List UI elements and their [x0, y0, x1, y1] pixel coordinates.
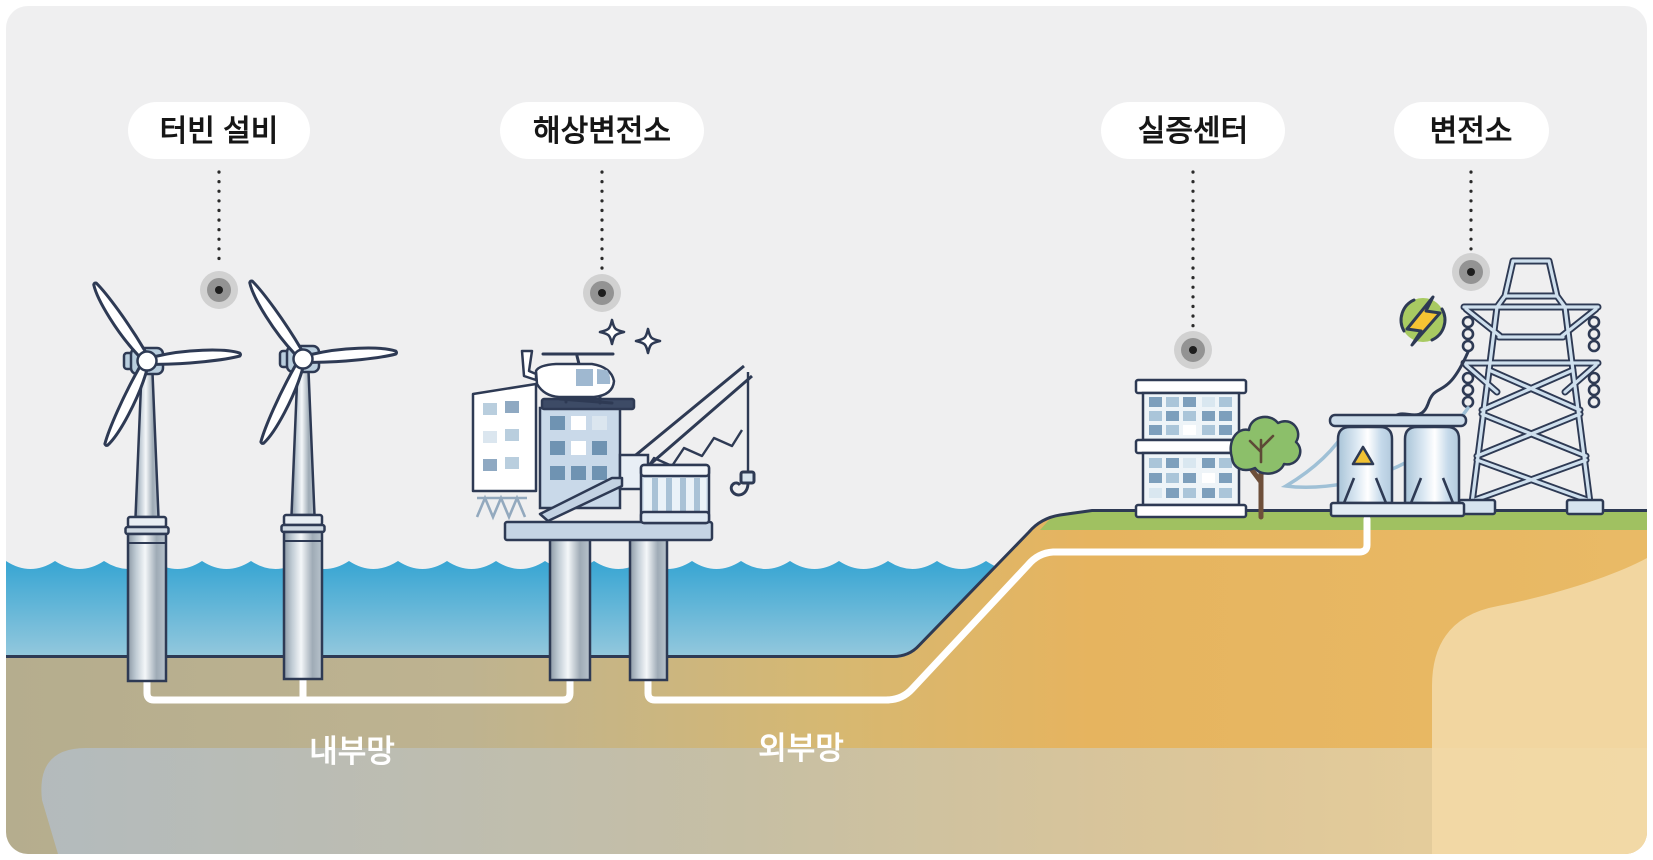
helicopter-body: [534, 362, 616, 399]
callout-bubble: [1394, 102, 1549, 159]
callout-label: 터빈 설비: [160, 115, 279, 148]
lightning-icon: [1399, 295, 1447, 347]
tower-foot-right: [1565, 498, 1605, 516]
coastline-outline: [6, 509, 1647, 658]
platform-ramp: [538, 476, 624, 523]
demo-base-slab: [1134, 503, 1248, 519]
insulator-string: [1461, 315, 1475, 353]
helicopter-window-2: [597, 369, 611, 384]
platform-white-building: [471, 382, 538, 493]
insulator-string: [1587, 315, 1601, 353]
deep-soil-wedge-right: [1432, 558, 1647, 854]
internal-network-label: 내부망: [309, 734, 395, 769]
platform-leg-1: [548, 536, 592, 682]
platform-truss: [475, 494, 527, 521]
callout-label: 해상변전소: [533, 115, 671, 148]
demo-upper-windows: [1149, 397, 1232, 435]
sea: [6, 561, 999, 659]
callout-demo-center: 실증센터: [1101, 102, 1285, 369]
demo-center-building: [1134, 378, 1248, 519]
transformer-tank-1: [1336, 425, 1394, 505]
warning-triangle: [1351, 445, 1375, 466]
helicopter-window-1: [576, 369, 593, 386]
helicopter: [520, 349, 616, 405]
transmission-tower: [1457, 257, 1605, 516]
callout-offshore-substation: 해상변전소: [500, 102, 704, 312]
callout-bubble: [128, 102, 310, 159]
demo-roof: [1134, 378, 1248, 395]
transformer-tank-2: [1403, 425, 1461, 505]
demo-lower-windows: [1149, 458, 1232, 498]
main-building-windows: [550, 416, 607, 480]
external-network-label: 외부망: [758, 731, 844, 766]
insulator-string: [1587, 371, 1601, 409]
lightning-bolt: [1405, 295, 1442, 347]
callout-bubble: [1101, 102, 1285, 159]
white-building-windows: [483, 401, 519, 471]
insulator-string: [1461, 371, 1475, 409]
platform-deck: [503, 520, 714, 542]
callout-substation: 변전소: [1394, 102, 1549, 291]
callout-turbine: 터빈 설비: [128, 102, 310, 309]
callout-label: 변전소: [1430, 115, 1513, 148]
substation-base-slab: [1329, 501, 1466, 518]
container: [639, 463, 711, 525]
internal-network-cable: [143, 670, 574, 704]
deep-soil-layer: [41, 748, 1647, 854]
callout-bubble: [500, 102, 704, 159]
external-network-cable: [644, 515, 1371, 704]
tree: [1229, 415, 1302, 520]
offshore-substation-platform: [471, 318, 756, 682]
platform-leg-2: [628, 536, 669, 682]
callout-label: 실증센터: [1138, 115, 1248, 148]
tree-branches: [1248, 434, 1275, 464]
busbar-rail: [1328, 413, 1468, 428]
transformer-substation: [1328, 413, 1468, 518]
